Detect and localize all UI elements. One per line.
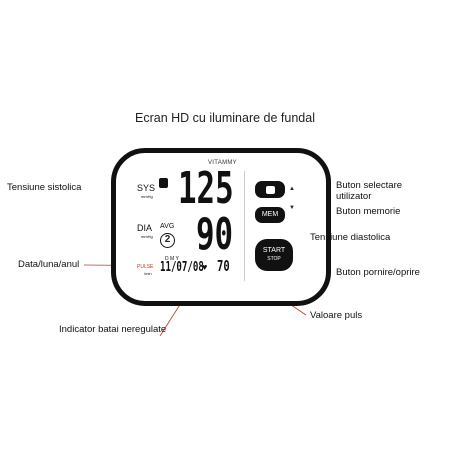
- pulse-value: 70: [217, 257, 230, 275]
- callout-pulse: Valoare puls: [310, 310, 363, 321]
- callout-irregular: Indicator batai neregulate: [59, 324, 167, 335]
- up-arrow-icon: ▲: [289, 186, 295, 192]
- mem-button[interactable]: MEM: [255, 207, 285, 223]
- dia-label: DIA: [137, 223, 153, 233]
- date-value: 11/07/08: [160, 260, 204, 275]
- dia-unit: mmHg: [141, 234, 153, 239]
- heart-icon: ♥: [202, 262, 208, 272]
- user-icon: [159, 178, 168, 188]
- page-title: Ecran HD cu iluminare de fundal: [135, 111, 315, 125]
- down-arrow-icon: ▼: [289, 205, 295, 211]
- date-header: D M Y: [165, 256, 179, 262]
- callout-date: Data/luna/anul: [18, 259, 80, 270]
- avg-label: AVG: [160, 223, 175, 230]
- user-icon: [265, 186, 275, 194]
- sys-value: 125: [178, 163, 234, 214]
- avg-number: 2: [164, 234, 171, 245]
- brand-logo: VITAMMY: [208, 160, 237, 166]
- callout-diastolic: Tensiune diastolica: [310, 232, 391, 243]
- callout-user-select: Buton selectare utilizator: [336, 180, 403, 202]
- start-label: START: [262, 247, 286, 254]
- dia-value: 90: [196, 209, 234, 260]
- callout-systolic: Tensiune sistolica: [7, 182, 82, 193]
- memory-number-icon: 2: [160, 233, 175, 248]
- start-stop-button[interactable]: START STOP: [255, 239, 293, 271]
- pulse-unit: /min: [144, 271, 152, 276]
- user-select-button[interactable]: [255, 181, 285, 198]
- sys-label: SYS: [137, 183, 156, 193]
- stop-label: STOP: [267, 256, 281, 262]
- mem-label: MEM: [261, 211, 279, 218]
- callout-start-stop: Buton pornire/oprire: [336, 267, 420, 278]
- screen-divider: [244, 171, 245, 281]
- device-screen: VITAMMY SYS mmHg 125 DIA mmHg AVG 2 90 P…: [111, 148, 331, 306]
- callout-memory: Buton memorie: [336, 206, 401, 217]
- pulse-label: PULSE: [137, 264, 154, 270]
- sys-unit: mmHg: [141, 194, 153, 199]
